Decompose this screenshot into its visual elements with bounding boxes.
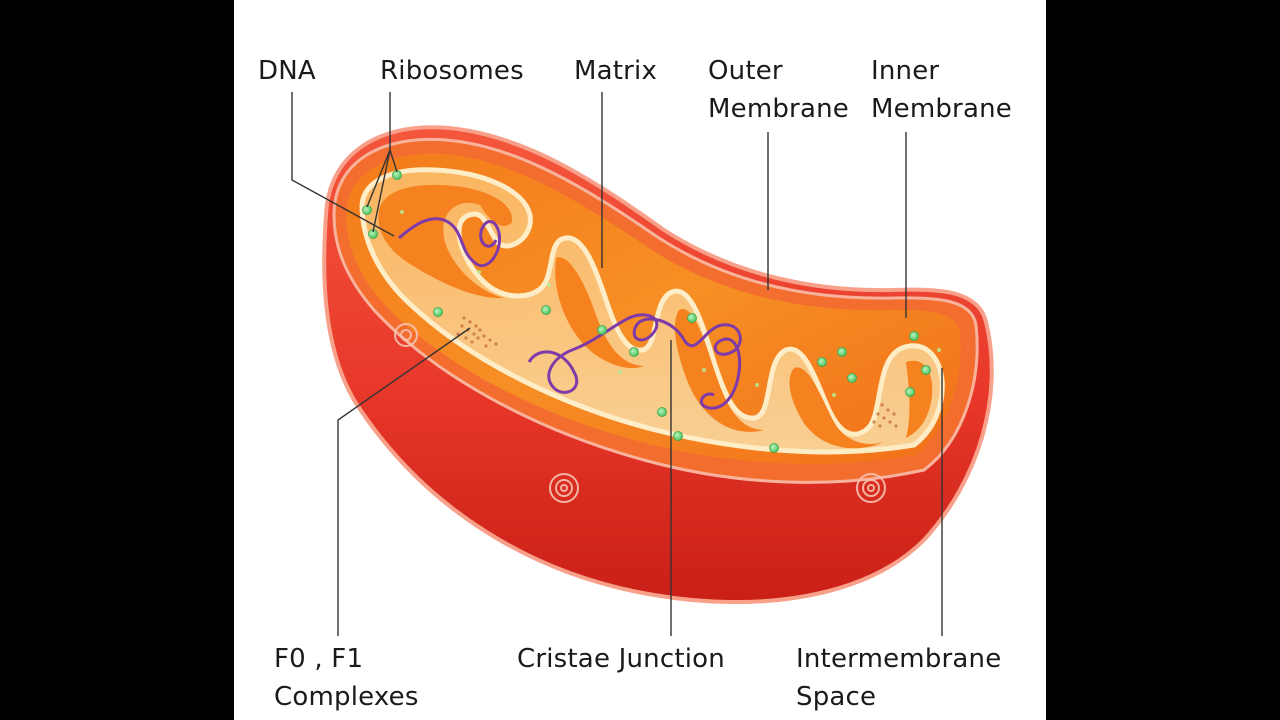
dreamstime-swirl-icon: [394, 323, 886, 503]
matrix-pocket-4: [789, 367, 884, 449]
matrix-pocket-2: [555, 257, 644, 369]
ribosome-specks: [400, 210, 941, 397]
ribosome: [433, 307, 443, 317]
ribosome: [673, 431, 683, 441]
mitochondrion-illustration: [291, 92, 994, 636]
ribosome: [769, 443, 779, 453]
ribosome: [541, 305, 551, 315]
dna-strand-3: [682, 323, 742, 410]
matrix-pocket-3: [674, 309, 764, 432]
f0-f1-leader-line: [337, 327, 471, 636]
ribosomes-leader-line-c: [372, 149, 391, 233]
ribosome: [847, 373, 857, 383]
label-ribosomes: Ribosomes: [380, 56, 524, 86]
matrix-pocket-1: [378, 184, 513, 299]
ribosome: [629, 347, 639, 357]
leader-lines: [291, 92, 943, 636]
label-f0-f1-complexes: F0 , F1 Complexes: [274, 644, 419, 712]
ribosome-dots: [362, 170, 931, 453]
label-matrix: Matrix: [574, 56, 658, 86]
label-outer-membrane: Outer Membrane: [708, 56, 849, 124]
ribosome: [687, 313, 697, 323]
diagram-canvas: DNA Ribosomes Matrix Outer Membrane Inne…: [234, 0, 1046, 720]
ribosome: [905, 387, 915, 397]
dna-leader-line: [291, 92, 395, 237]
ribosome: [837, 347, 847, 357]
label-cristae-junction: Cristae Junction: [517, 644, 725, 674]
ribosome: [817, 357, 827, 367]
label-dna: DNA: [258, 56, 316, 86]
matrix-pocket-5: [906, 360, 933, 438]
label-inner-membrane: Inner Membrane: [871, 56, 1012, 124]
f0-f1-dots: [456, 316, 898, 428]
ribosome: [909, 331, 919, 341]
dna-strand-1: [398, 217, 502, 268]
ribosome: [657, 407, 667, 417]
ribosomes-leader-line-b: [366, 149, 391, 208]
ribosome: [597, 325, 607, 335]
label-intermembrane-space: Intermembrane Space: [796, 644, 1002, 712]
ribosome: [921, 365, 931, 375]
